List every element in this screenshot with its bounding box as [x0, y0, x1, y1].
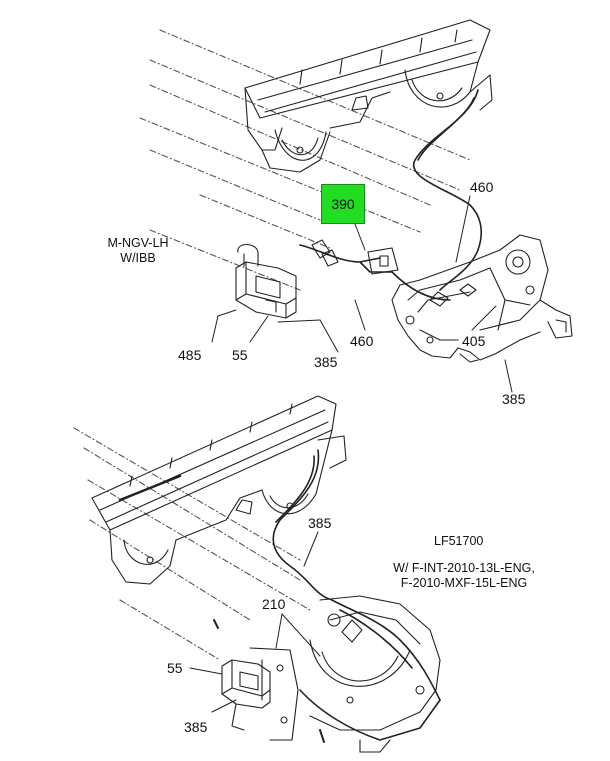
variant-note-bottom-line-1: W/ F-INT-2010-13L-ENG, [393, 561, 535, 575]
callout-385-upper-right[interactable]: 385 [502, 391, 526, 407]
bottom-leaders [189, 531, 321, 713]
callout-390-label: 390 [331, 196, 355, 212]
callout-460-lower[interactable]: 460 [350, 333, 374, 349]
callout-390-highlight[interactable]: 390 [321, 184, 365, 224]
bottom-frame-rails [73, 427, 311, 661]
callout-55-upper[interactable]: 55 [232, 347, 248, 363]
callout-210[interactable]: 210 [262, 596, 286, 612]
top-module-55 [235, 243, 297, 319]
callout-385-upper-left[interactable]: 385 [314, 354, 338, 370]
top-bracket-frame [391, 234, 573, 363]
top-leaders [211, 195, 513, 393]
top-frame-rails [139, 29, 471, 291]
callout-460-upper[interactable]: 460 [470, 179, 494, 195]
bottom-cowl-panel [91, 395, 347, 585]
variant-note-top: M-NGV-LH W/IBB [98, 236, 178, 266]
top-harness [299, 89, 482, 301]
variant-note-top-line-2: W/IBB [120, 251, 156, 265]
top-cowl-panel [244, 19, 493, 173]
callout-55-lower[interactable]: 55 [167, 660, 183, 676]
variant-note-top-line-1: M-NGV-LH [107, 236, 169, 250]
callout-405[interactable]: 405 [462, 333, 486, 349]
bottom-module-55 [213, 619, 325, 743]
bottom-bracket-frame [309, 595, 441, 753]
figure-id: LF51700 [434, 534, 484, 548]
bottom-harness [272, 449, 441, 741]
variant-note-bottom-line-2: F-2010-MXF-15L-ENG [400, 576, 528, 590]
top-connectors [311, 239, 399, 275]
callout-385-bottom-lower[interactable]: 385 [184, 719, 208, 735]
variant-note-bottom: W/ F-INT-2010-13L-ENG, F-2010-MXF-15L-EN… [390, 561, 538, 591]
callout-485[interactable]: 485 [178, 347, 202, 363]
callout-385-bottom-upper[interactable]: 385 [308, 515, 332, 531]
